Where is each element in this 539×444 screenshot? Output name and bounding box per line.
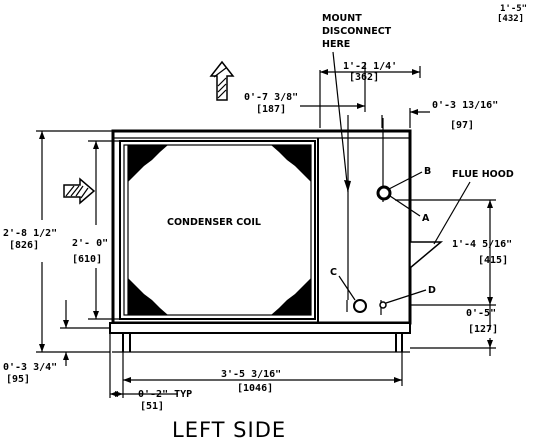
connection-c-icon <box>353 299 367 313</box>
label-d: D <box>428 285 436 296</box>
flue-hood-label: FLUE HOOD <box>452 169 514 180</box>
left-offset-dim-mm: [187] <box>256 104 286 115</box>
label-c: C <box>330 267 337 278</box>
label-a: A <box>422 213 430 224</box>
overall-height-dim-mm: [826] <box>9 240 39 251</box>
bottom-right-dim-mm: [127] <box>468 324 498 335</box>
connection-d-icon <box>379 301 387 309</box>
rail-typ-dim-mm: [51] <box>140 401 164 412</box>
mount-label-line2: DISCONNECT <box>322 26 392 37</box>
flue-hood-shape <box>409 241 444 270</box>
base-pan <box>109 322 411 334</box>
flue-height-dim-ft: 1'-4 5/16" <box>452 239 512 250</box>
mount-label-line1: MOUNT <box>322 13 362 24</box>
right-offset-dim-ft: 0'-3 13/16" <box>432 100 498 111</box>
base-width-dim-ft: 3'-5 3/16" <box>221 369 281 380</box>
mount-label-line3: HERE <box>322 39 350 50</box>
label-b: B <box>424 166 431 177</box>
unit-housing <box>111 129 412 325</box>
base-width-dim-mm: [1046] <box>237 383 273 394</box>
condenser-coil-frame <box>119 140 316 320</box>
overall-height-dim-ft: 2'-8 1/2" <box>3 228 57 239</box>
inner-height-dim-mm: [610] <box>72 254 102 265</box>
base-height-dim-ft: 0'-3 3/4" <box>3 362 57 373</box>
inner-height-dim-ft: 2'- 0" <box>72 238 108 249</box>
bottom-right-dim-ft: 0'-5" <box>466 308 496 319</box>
view-title: LEFT SIDE <box>172 418 286 442</box>
right-airflow-arrow-icon <box>63 177 96 205</box>
flue-height-dim-mm: [415] <box>478 255 508 266</box>
corner-dim-mm: [432] <box>497 14 524 24</box>
top-width-dim-ft: 1'-2 1/4' <box>343 61 397 72</box>
corner-dim-ft: 1'-5" <box>500 4 527 14</box>
rail-typ-dim-ft: 0'-2" TYP <box>138 389 192 400</box>
connection-b-icon <box>376 185 392 201</box>
right-offset-dim-mm: [97] <box>450 120 474 131</box>
condenser-coil-label: CONDENSER COIL <box>167 217 261 228</box>
top-width-dim-mm: [362] <box>349 72 379 83</box>
base-height-dim-mm: [95] <box>6 374 30 385</box>
left-offset-dim-ft: 0'-7 3/8" <box>244 92 298 103</box>
up-airflow-arrow-icon <box>209 60 235 101</box>
